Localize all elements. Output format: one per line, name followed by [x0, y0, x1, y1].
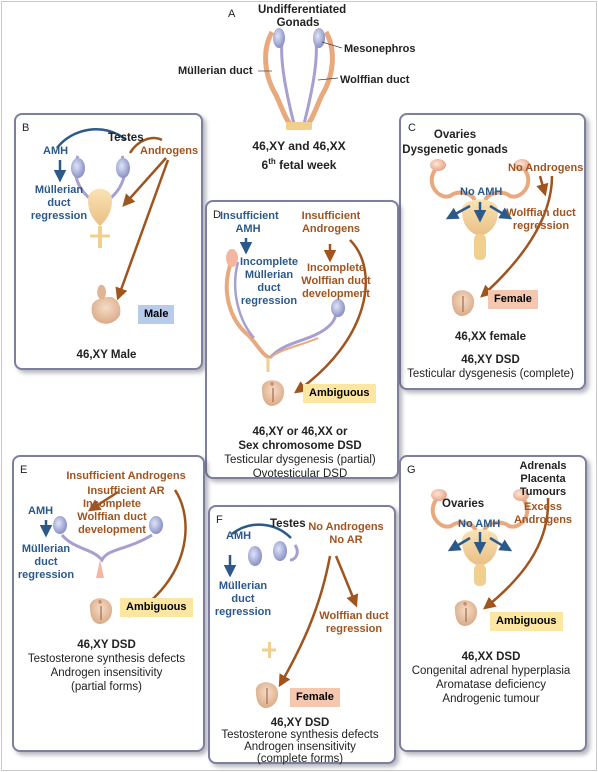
- panel-c-caption-xy: 46,XY DSD: [461, 354, 520, 366]
- panel-e-wolffian-effect: Incomplete Wolffian duct development: [77, 498, 147, 536]
- panel-g-gonad: Ovaries: [442, 498, 485, 510]
- panel-f-letter: F: [216, 514, 223, 526]
- phenotype-badge-ambiguous-g: Ambiguous: [490, 612, 563, 631]
- panel-a-week: 6th fetal week: [238, 155, 360, 172]
- mesonephros-label: Mesonephros: [344, 43, 416, 55]
- week-number: 6: [261, 158, 269, 172]
- panel-f: [208, 505, 396, 764]
- panel-d-mullerian-effect: Incomplete Müllerian duct regression: [239, 256, 299, 307]
- phenotype-badge-ambiguous-d: Ambiguous: [303, 384, 376, 403]
- ambiguous-external-genitalia-g: [454, 600, 478, 626]
- panel-e-caption-bold: 46,XY DSD: [77, 639, 136, 651]
- ambiguous-external-genitalia-e: [89, 598, 113, 624]
- panel-b: [14, 113, 203, 370]
- phenotype-badge-male: Male: [138, 305, 175, 324]
- panel-g-excess: Excess Androgens: [513, 501, 573, 526]
- panel-c: [399, 113, 586, 390]
- panel-c-caption-xx: 46,XX female: [455, 331, 526, 343]
- panel-f-wolffian-effect: Wolffian duct regression: [319, 610, 389, 635]
- panel-g-no-amh: No AMH: [458, 518, 501, 530]
- testes-illustration-f: [248, 541, 299, 658]
- ambiguous-internal-illustration-d: [224, 249, 345, 372]
- wolffian-duct-label: Wolffian duct: [340, 74, 410, 86]
- female-external-genitalia-f: [255, 682, 279, 708]
- panel-d-insufficient-amh: Insufficient AMH: [220, 210, 279, 235]
- male-external-genitalia: [91, 284, 121, 324]
- panel-e-amh: AMH: [28, 505, 54, 517]
- panel-c-effect: Wolffian duct regression: [506, 207, 576, 232]
- panel-c-gonad: Ovaries Dysgenetic gonads: [402, 129, 508, 156]
- panel-b-caption: 46,XY Male: [76, 349, 137, 361]
- panel-b-amh: AMH: [43, 145, 69, 157]
- panel-e-cause: Insufficient Androgens Insufficient AR: [66, 470, 186, 497]
- panel-b-letter: B: [22, 122, 30, 134]
- female-external-genitalia-c: [451, 290, 475, 316]
- panel-c-caption-text: Testicular dysgenesis (complete): [407, 368, 574, 380]
- ambiguous-internal-illustration-e: [53, 516, 163, 578]
- panel-c-letter: C: [408, 122, 416, 134]
- panel-e-letter: E: [20, 464, 28, 476]
- panel-f-mullerian-effect: Müllerian duct regression: [214, 580, 272, 618]
- panel-d-caption-text: Testicular dysgenesis (partial) Ovotesti…: [224, 454, 376, 480]
- panel-f-amh: AMH: [226, 530, 252, 542]
- panel-d-insufficient-androgens: Insufficient Androgens: [301, 210, 361, 235]
- panel-d-letter: D: [213, 209, 221, 221]
- panel-b-androgens: Androgens: [140, 145, 199, 157]
- panel-f-gonad: Testes: [270, 518, 306, 530]
- panel-f-caption-bold: 46,XY DSD: [270, 717, 330, 729]
- week-suffix: th: [268, 157, 276, 166]
- panel-c-no-amh: No AMH: [460, 186, 503, 198]
- panel-g-source: Adrenals Placenta Tumours: [519, 460, 567, 498]
- male-internal-illustration: [71, 155, 130, 248]
- panel-a-title: Undifferentiated Gonads: [258, 4, 347, 29]
- undifferentiated-gonads-illustration: [263, 28, 335, 130]
- panel-a-letter: A: [228, 8, 236, 20]
- phenotype-badge-female-f: Female: [290, 688, 340, 707]
- panel-g-letter: G: [407, 464, 416, 476]
- week-text: fetal week: [275, 158, 337, 172]
- panel-g-caption-text: Congenital adrenal hyperplasia Aromatase…: [411, 665, 571, 705]
- panel-c-no-androgens: No Androgens: [508, 162, 584, 174]
- mullerian-duct-label: Müllerian duct: [178, 65, 253, 77]
- phenotype-badge-female-c: Female: [488, 290, 538, 309]
- phenotype-badge-ambiguous-e: Ambiguous: [120, 598, 193, 617]
- panel-e-caption-text: Testosterone synthesis defects Androgen …: [27, 653, 186, 693]
- panel-f-caption-text: Testosterone synthesis defects Androgen …: [221, 729, 379, 765]
- panel-d-caption-bold: 46,XY or 46,XX or Sex chromosome DSD: [238, 426, 362, 452]
- ambiguous-external-genitalia-d: [261, 380, 285, 406]
- panel-f-cause: No Androgens No AR: [308, 521, 384, 546]
- panel-e-mullerian-effect: Müllerian duct regression: [17, 543, 75, 581]
- panel-d-wolffian-effect: Incomplete Wolffian duct development: [301, 262, 371, 300]
- panel-g-caption-bold: 46,XX DSD: [461, 651, 521, 663]
- panel-a-karyotype: 46,XY and 46,XX: [252, 139, 346, 153]
- panel-b-gonad: Testes: [108, 132, 144, 144]
- panel-b-effect: Müllerian duct regression: [30, 184, 88, 222]
